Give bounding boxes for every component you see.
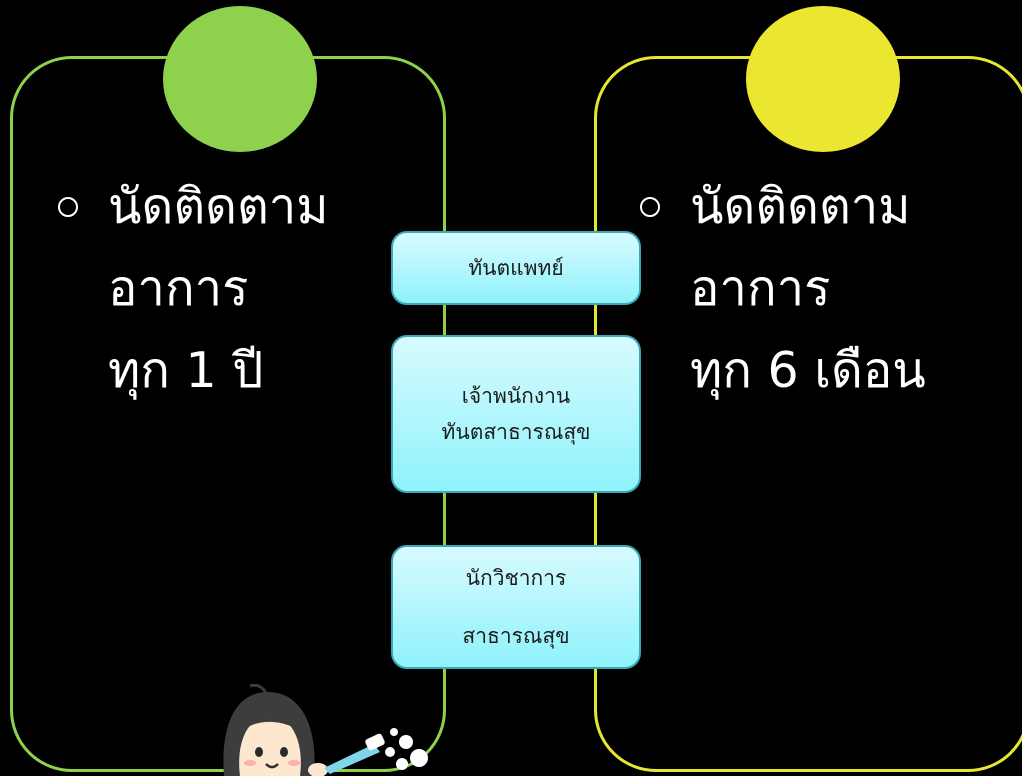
role-officer-box: เจ้าพนักงาน ทันตสาธารณสุข [391, 335, 641, 493]
right-line-1: นัดติดตาม [690, 178, 911, 235]
right-line-2: อาการ [690, 260, 831, 317]
panel-left [10, 56, 446, 772]
left-line-1: นัดติดตาม [108, 178, 329, 235]
bullet-icon [58, 197, 78, 217]
role-dentist-label: ทันตแพทย์ [468, 256, 564, 280]
right-followup-text: นัดติดตาม อาการ ทุก 6 เดือน [638, 166, 926, 412]
bullet-icon [640, 197, 660, 217]
role-academic-box: นักวิชาการ สาธารณสุข [391, 545, 641, 669]
panel-right [594, 56, 1022, 772]
right-line-3: ทุก 6 เดือน [690, 342, 926, 399]
role-officer-line-1: เจ้าพนักงาน [461, 384, 571, 408]
girl-brushing-teeth-illustration [223, 684, 428, 776]
role-dentist-box: ทันตแพทย์ [391, 231, 641, 305]
left-line-3: ทุก 1 ปี [108, 342, 264, 399]
circle-left-decoration [163, 6, 317, 152]
left-line-2: อาการ [108, 260, 249, 317]
left-followup-text: นัดติดตาม อาการ ทุก 1 ปี [56, 166, 329, 412]
role-academic-line-2: สาธารณสุข [462, 624, 570, 648]
role-academic-line-1: นักวิชาการ [465, 566, 567, 590]
circle-right-decoration [746, 6, 900, 152]
role-officer-line-2: ทันตสาธารณสุข [441, 420, 591, 444]
